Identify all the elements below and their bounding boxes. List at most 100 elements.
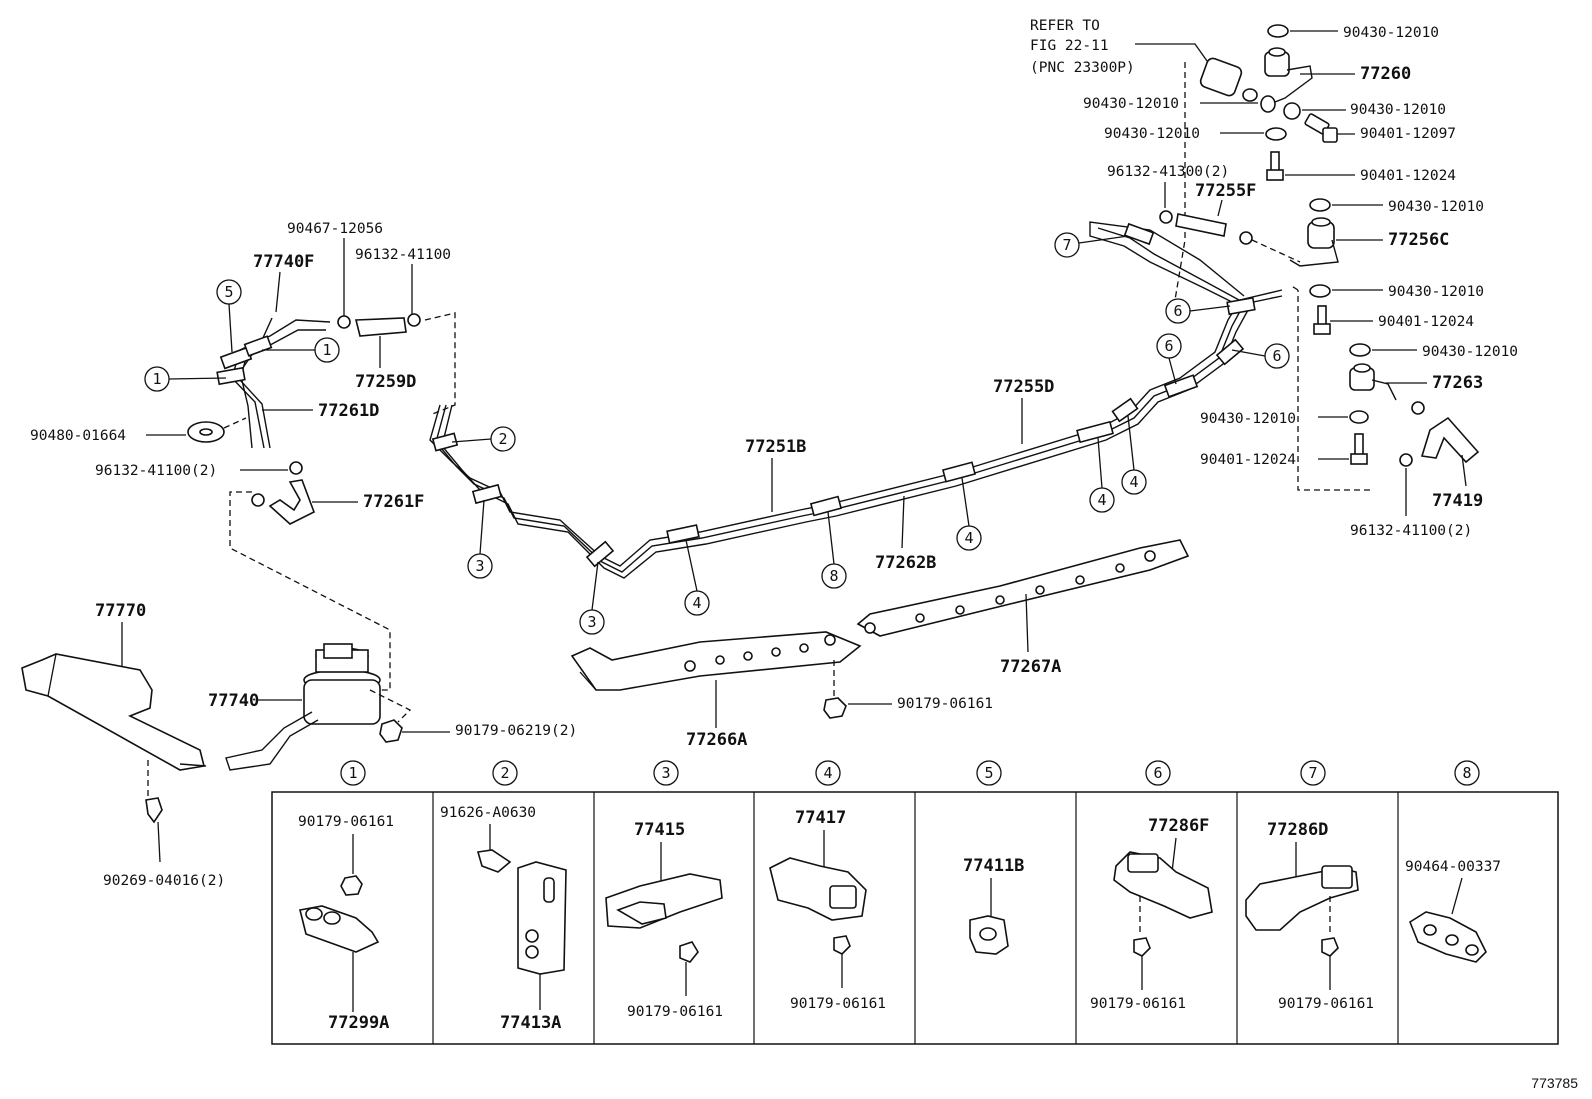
clamp-icon (337, 315, 351, 329)
table-header-3: 3 (653, 760, 679, 786)
part-number-label: 90401-12024 (1360, 168, 1456, 184)
part-number-label: 5 (984, 764, 993, 782)
hose-icon (1399, 401, 1480, 467)
part-number-label: 77411B (963, 856, 1024, 876)
callout-1: 1 (144, 366, 227, 392)
part-number-label: 1 (322, 341, 331, 359)
part-number-label: 96132-41100 (355, 247, 451, 263)
part-number-label: 1 (348, 764, 357, 782)
part-number-label: 90430-12010 (1350, 102, 1446, 118)
table-header-2: 2 (492, 760, 518, 786)
part-number-label: 8 (829, 567, 838, 585)
hose-icon (251, 479, 316, 525)
fuel-line-bundle (429, 221, 1283, 579)
part-number-label: 77261F (363, 492, 424, 512)
hose-icon (354, 317, 407, 337)
part-number-label: 77251B (745, 437, 806, 457)
table-cell-1: 90179-06161 77299A (298, 814, 394, 1033)
charcoal-canister-icon (225, 643, 381, 771)
washer-icon (1349, 410, 1369, 424)
part-number-label: 7 (1308, 764, 1317, 782)
callout-6: 6 (1165, 298, 1231, 324)
part-number-label: 90179-06219(2) (455, 723, 577, 739)
part-number-label: REFER TO (1030, 18, 1100, 34)
fuel-line-protector-front (570, 631, 862, 691)
part-number-label: 77413A (500, 1013, 561, 1033)
part-number-label: 6 (1173, 302, 1182, 320)
part-number-label: 96132-41100(2) (95, 463, 217, 479)
part-number-label: 90179-06161 (897, 696, 993, 712)
part-number-label: 77415 (634, 820, 685, 840)
washer-icon (1260, 95, 1276, 113)
part-number-label: 4 (823, 764, 832, 782)
part-number-label: 77263 (1432, 373, 1483, 393)
part-number-label: 77262B (875, 553, 936, 573)
part-number-label: 90430-12010 (1388, 284, 1484, 300)
part-number-label: 90179-06161 (1278, 996, 1374, 1012)
part-number-label: 90430-12010 (1200, 411, 1296, 427)
washer-icon (1265, 127, 1287, 141)
part-number-label: 77260 (1360, 64, 1411, 84)
bolt-icon (1350, 433, 1368, 465)
clamp-icon (289, 461, 303, 475)
part-number-label: 3 (587, 613, 596, 631)
part-number-label: 77266A (686, 730, 747, 750)
part-number-label: 77770 (95, 601, 146, 621)
washer-icon (1309, 284, 1331, 298)
fuel-filter-icon (1199, 57, 1258, 102)
part-number-label: FIG 22-11 (1030, 38, 1109, 54)
clamp-table (271, 791, 1559, 1045)
bolt-icon (1266, 151, 1284, 181)
union-bolt-icon (1289, 217, 1339, 267)
callout-4: 4 (1121, 415, 1147, 495)
part-number-label: 90401-12024 (1200, 452, 1296, 468)
table-header-5: 5 (976, 760, 1002, 786)
table-cell-5: 77411B (963, 856, 1024, 955)
washer-icon (1309, 198, 1331, 212)
part-number-label: 8 (1462, 764, 1471, 782)
table-header-4: 4 (815, 760, 841, 786)
part-number-label: 77286F (1148, 816, 1209, 836)
part-number-label: 90179-06161 (1090, 996, 1186, 1012)
part-number-label: 90430-12010 (1104, 126, 1200, 142)
part-number-label: 4 (1129, 473, 1138, 491)
canister-cover-icon (21, 653, 207, 771)
callout-8: 8 (821, 511, 847, 589)
table-cell-6: 77286F 90179-06161 (1090, 816, 1213, 1012)
bolt-icon (1304, 113, 1338, 143)
part-number-label: 1 (152, 370, 161, 388)
table-cell-4: 77417 90179-06161 (769, 808, 886, 1012)
callout-4: 4 (1089, 437, 1115, 513)
part-number-label: 96132-41100(2) (1350, 523, 1472, 539)
part-number-label: 90179-06161 (627, 1004, 723, 1020)
part-number-label: 77299A (328, 1013, 389, 1033)
part-number-label: 90430-12010 (1343, 25, 1439, 41)
callout-6: 6 (1231, 343, 1290, 369)
part-number-label: 77255F (1195, 181, 1256, 201)
table-cell-8: 90464-00337 (1405, 859, 1501, 963)
part-number-label: 77419 (1432, 491, 1483, 511)
part-number-label: 96132-41300(2) (1107, 164, 1229, 180)
part-number-label: 3 (661, 764, 670, 782)
callout-5: 5 (216, 279, 242, 353)
callout-2: 2 (451, 426, 516, 452)
part-number-label: 2 (500, 764, 509, 782)
part-number-label: 90401-12024 (1378, 314, 1474, 330)
part-number-label: 90269-04016(2) (103, 873, 225, 889)
union-bolt-icon (1349, 363, 1397, 401)
part-number-label: 6 (1272, 347, 1281, 365)
part-number-label: 7 (1062, 236, 1071, 254)
table-header-6: 6 (1145, 760, 1171, 786)
figure-id: 773785 (1531, 1075, 1578, 1091)
part-number-label: 90464-00337 (1405, 859, 1501, 875)
part-number-label: 90179-06161 (790, 996, 886, 1012)
washer-icon (1283, 102, 1301, 120)
nut-icon (379, 719, 403, 743)
part-number-label: 77740F (253, 252, 314, 272)
part-number-label: 90480-01664 (30, 428, 126, 444)
part-number-label: 90430-12010 (1422, 344, 1518, 360)
callout-1: 1 (262, 337, 340, 363)
callout-3: 3 (467, 499, 493, 579)
part-number-label: 90430-12010 (1083, 96, 1179, 112)
part-number-label: 77417 (795, 808, 846, 828)
